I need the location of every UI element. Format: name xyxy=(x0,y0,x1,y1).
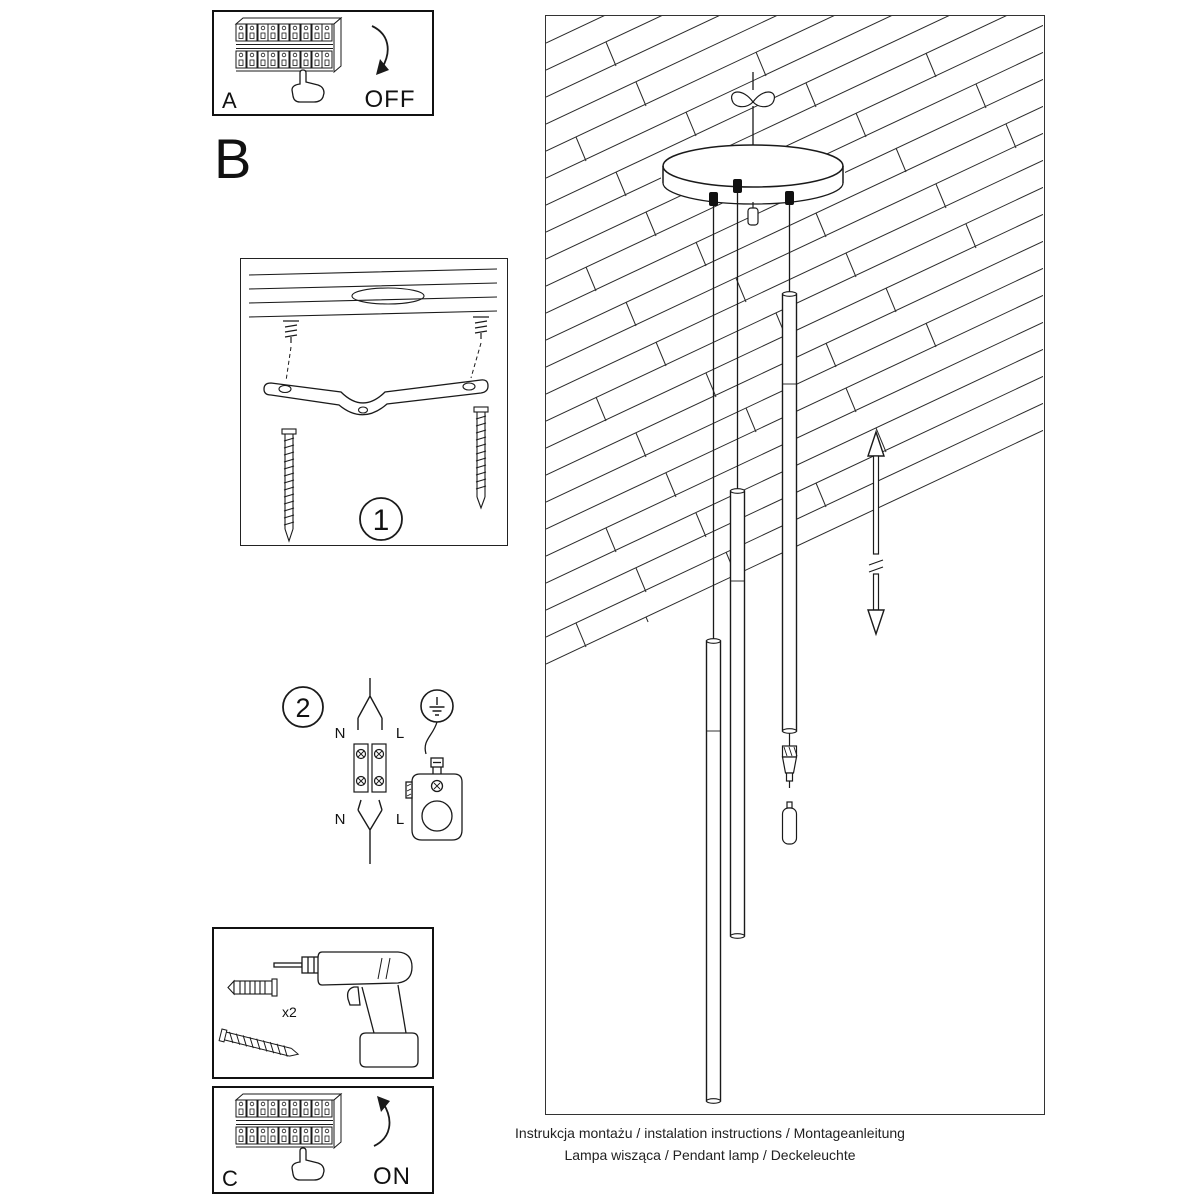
main-illustration-box xyxy=(545,15,1045,1115)
ceiling-screw-left-icon xyxy=(283,320,299,343)
anchor-qty-label: x2 xyxy=(282,1004,297,1020)
wiring-diagram xyxy=(357,678,383,864)
off-label: OFF xyxy=(365,86,416,113)
wall-plug-icon xyxy=(227,978,278,997)
step2-illustration: 2 N L N L xyxy=(282,678,463,864)
step2-number: 2 xyxy=(295,693,310,723)
cord-grip-left xyxy=(709,192,718,206)
alignment-dashed-lines xyxy=(285,342,482,382)
pendant-tube-left xyxy=(705,638,722,1104)
bracket-hole-center xyxy=(357,406,369,414)
terminal-block-icon xyxy=(353,743,387,793)
screw-icon xyxy=(218,1028,300,1057)
pendant-tube-middle xyxy=(729,488,746,939)
switch-off-arrow-icon xyxy=(371,25,389,75)
pendant-tube-right xyxy=(781,291,798,734)
ceiling-hook-icon xyxy=(731,72,775,147)
step1-number-circle xyxy=(359,497,403,541)
switch-on-arrow-icon xyxy=(373,1096,391,1147)
step2-section: 2 N L N L xyxy=(270,678,475,878)
panel-c-illustration: ON C xyxy=(222,1092,411,1191)
wire-n-bottom-label: N xyxy=(335,811,346,828)
step1-box: 1 xyxy=(240,258,508,546)
cord-grip-middle xyxy=(733,179,742,193)
center-gland xyxy=(747,202,759,226)
panel-a-label: A xyxy=(222,88,237,113)
cable-gland-detail xyxy=(781,733,798,788)
footer-line1: Instrukcja montażu / instalation instruc… xyxy=(515,1125,905,1141)
panel-a-illustration: OFF A xyxy=(222,16,416,113)
footer: Instrukcja montażu / instalation instruc… xyxy=(490,1122,930,1166)
footer-line2: Lampa wisząca / Pendant lamp / Deckeleuc… xyxy=(564,1147,856,1163)
panel-a-box: OFF A xyxy=(212,10,434,116)
drill-box: x2 xyxy=(212,927,434,1079)
canopy xyxy=(661,144,845,205)
breaker-panel-icon xyxy=(234,16,343,74)
hand-icon xyxy=(291,1147,325,1181)
connector-sleeve-detail xyxy=(781,801,798,845)
bracket-hole-left xyxy=(278,384,292,394)
bracket-hole-right xyxy=(462,382,476,391)
hand-icon xyxy=(291,69,325,103)
ceiling-illustration xyxy=(248,268,498,318)
ground-wire xyxy=(424,721,438,755)
wire-l-top-label: L xyxy=(396,725,404,742)
long-screw-right-icon xyxy=(473,406,489,510)
cord-grip-right xyxy=(785,191,794,205)
ceiling-hole xyxy=(351,287,425,305)
wire-l-bottom-label: L xyxy=(396,811,404,828)
panel-c-label: C xyxy=(222,1166,238,1191)
ground-symbol-icon xyxy=(420,689,454,723)
pendant-lamp-illustration xyxy=(546,16,1043,1104)
wire-n-top-label: N xyxy=(335,725,346,742)
cable-clamp-illustration xyxy=(405,757,463,841)
breaker-panel-icon xyxy=(234,1092,343,1150)
step1-illustration: 1 xyxy=(248,268,498,543)
long-screw-left-icon xyxy=(281,428,297,543)
mounting-bracket-illustration xyxy=(263,379,489,416)
section-b-label: B xyxy=(214,127,252,190)
step2-number-circle xyxy=(282,686,324,728)
drill-illustration: x2 xyxy=(218,951,419,1068)
height-adjust-arrow xyxy=(867,429,885,637)
ceiling-screw-right-icon xyxy=(473,316,489,339)
panel-c-box: ON C xyxy=(212,1086,434,1194)
drill-icon xyxy=(273,951,419,1068)
step1-number: 1 xyxy=(373,504,390,537)
on-label: ON xyxy=(373,1163,411,1190)
